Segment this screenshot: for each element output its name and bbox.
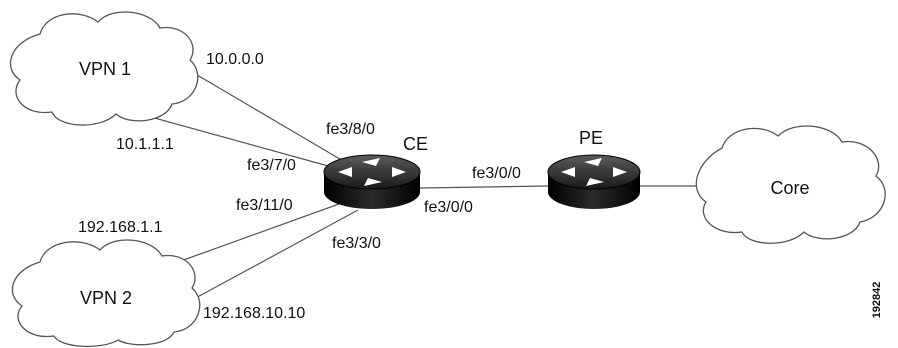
iface-ce-fe3-11-0: fe3/11/0 <box>236 197 293 214</box>
iface-ce-fe3-3-0: fe3/3/0 <box>332 235 381 252</box>
ce-router-top <box>323 154 421 190</box>
pe-name: PE <box>579 128 603 148</box>
iface-ce-fe3-8-0: fe3/8/0 <box>326 121 375 138</box>
vpn1-cloud: VPN 1 <box>9 11 199 126</box>
vpn2-cloud: VPN 2 <box>11 239 201 348</box>
ce-name: CE <box>403 134 428 154</box>
vpn2-label: VPN 2 <box>80 288 132 308</box>
iface-ce-fe3-0-0: fe3/0/0 <box>424 199 473 216</box>
link-vpn1-upper <box>191 71 351 166</box>
pe-router <box>547 154 641 209</box>
addr-10-1-1-1: 10.1.1.1 <box>116 136 174 153</box>
core-cloud: Core <box>695 125 886 244</box>
addr-10-0-0-0: 10.0.0.0 <box>206 51 264 68</box>
vpn1-cloud-shape <box>9 11 199 126</box>
link-vpn2-upper <box>177 199 351 263</box>
figure-id: 192842 <box>871 282 883 319</box>
pe-router-arrows-icon <box>561 158 627 186</box>
iface-ce-fe3-7-0: fe3/7/0 <box>247 157 296 174</box>
ce-router-arrows-icon <box>338 158 406 186</box>
connection-lines <box>139 71 697 301</box>
core-label: Core <box>770 178 809 198</box>
vpn2-cloud-shape <box>11 239 201 348</box>
link-ce-pe <box>419 185 549 189</box>
link-vpn2-lower <box>191 209 359 301</box>
addr-192-168-1-1: 192.168.1.1 <box>78 219 163 236</box>
ce-router <box>323 154 421 209</box>
link-vpn1-lower <box>139 113 351 173</box>
pe-router-top <box>547 154 641 190</box>
addr-192-168-10-10: 192.168.10.10 <box>203 305 305 322</box>
core-cloud-shape <box>695 125 886 244</box>
iface-pe-fe3-0-0: fe3/0/0 <box>472 165 521 182</box>
vpn1-label: VPN 1 <box>79 59 131 79</box>
